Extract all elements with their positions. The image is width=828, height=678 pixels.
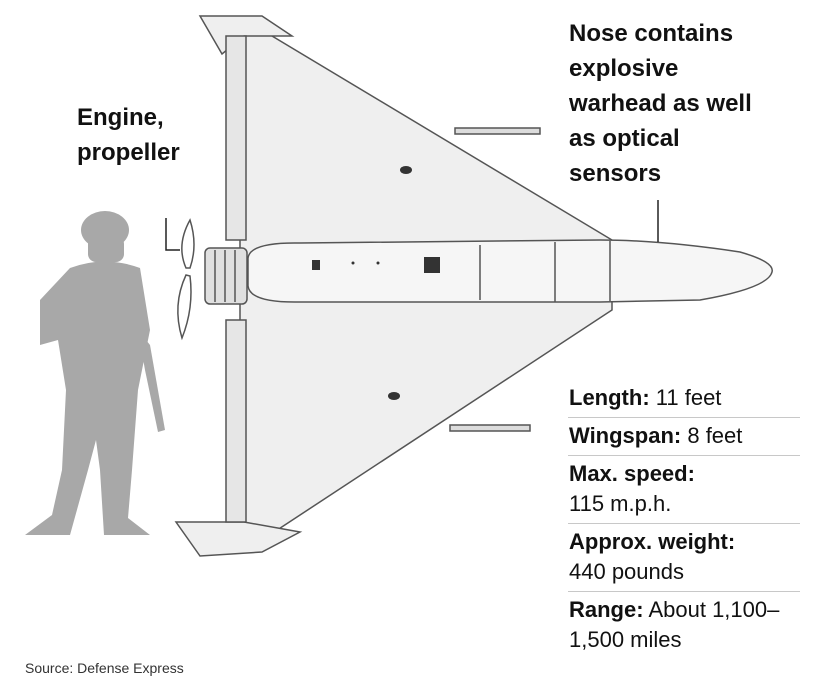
spec-value: 115 m.p.h. <box>569 491 672 516</box>
nose-callout: Nose contains explosive warhead as well … <box>569 16 809 191</box>
engine-callout-line: Engine, <box>77 104 164 131</box>
spec-label: Max. speed: <box>569 461 695 486</box>
propeller <box>177 218 195 341</box>
spec-value: 440 pounds <box>569 559 684 584</box>
spec-row-length: Length: 11 feet <box>568 380 800 418</box>
fuselage-markings <box>312 166 440 400</box>
spec-row-range: Range: About 1,100–1,500 miles <box>568 592 800 659</box>
spec-label: Approx. weight: <box>569 529 736 554</box>
spec-label: Range: <box>569 597 644 622</box>
spec-label: Length: <box>569 385 650 410</box>
engine-callout-line: propeller <box>77 139 180 166</box>
spec-value: 11 feet <box>649 385 722 410</box>
spec-value: About 1,100–1,500 miles <box>569 597 780 652</box>
spec-row-max-speed: Max. speed: 115 m.p.h. <box>568 456 800 524</box>
source-credit: Source: Defense Express <box>25 660 184 676</box>
nose-callout-line: sensors <box>569 160 662 187</box>
spec-row-wingspan: Wingspan: 8 feet <box>568 418 800 456</box>
engine-propeller-callout: Engine, propeller <box>77 100 227 170</box>
nose-callout-line: explosive <box>569 55 679 82</box>
spec-label: Wingspan: <box>569 423 682 448</box>
specs-table: Length: 11 feet Wingspan: 8 feet Max. sp… <box>568 380 800 659</box>
nose-callout-line: Nose contains <box>569 20 734 47</box>
soldier-silhouette <box>25 211 165 535</box>
spec-row-weight: Approx. weight: 440 pounds <box>568 524 800 592</box>
drone-airframe <box>174 15 773 557</box>
nose-callout-line: as optical <box>569 125 680 152</box>
nose-callout-line: warhead as well <box>569 90 752 117</box>
spec-value: 8 feet <box>681 423 743 448</box>
callout-leader-lines <box>165 200 659 251</box>
